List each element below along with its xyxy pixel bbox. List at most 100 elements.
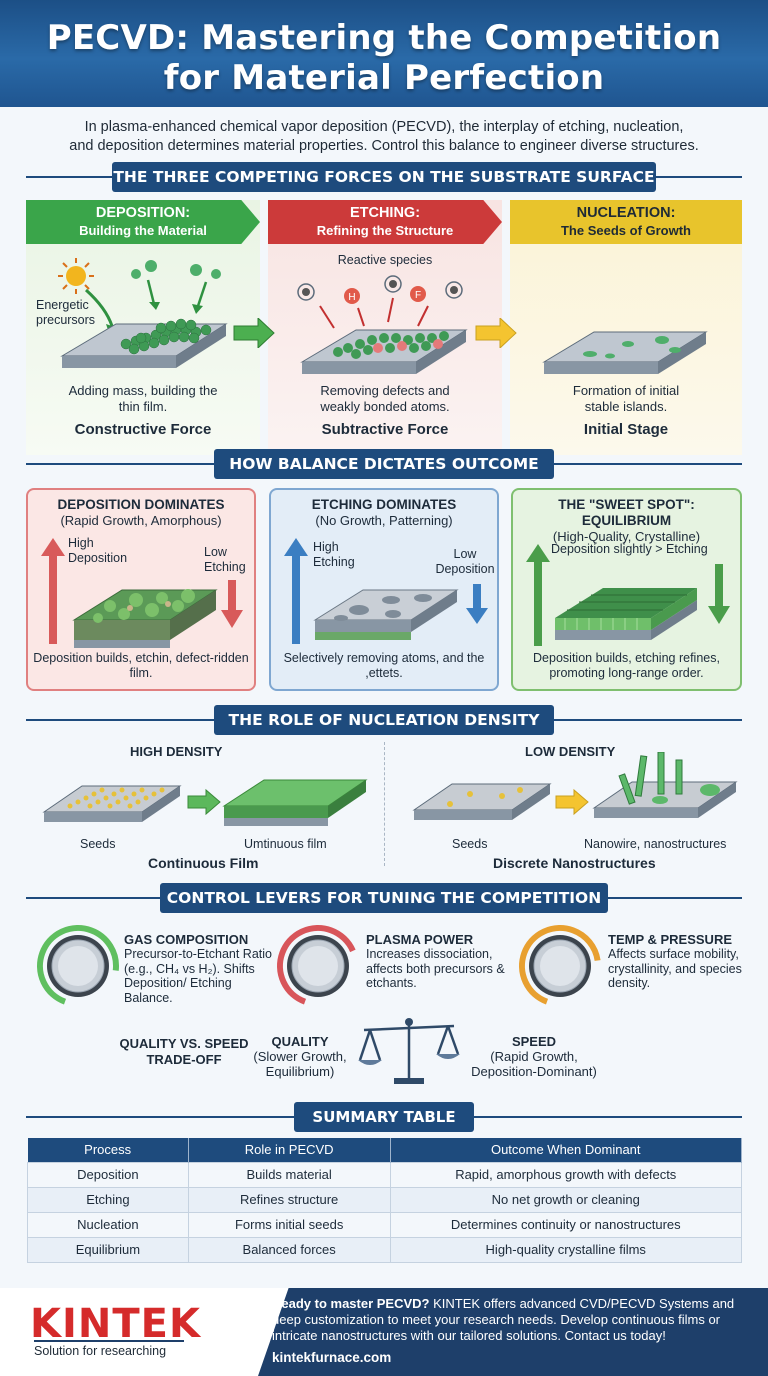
card-eq-caption: Deposition builds, etching refines, prom… bbox=[533, 651, 720, 680]
footer-url-link[interactable]: kintekfurnace.com bbox=[272, 1350, 392, 1365]
ion-label-f: F bbox=[415, 290, 421, 301]
etching-column: ETCHING: Refining the Structure Reactive… bbox=[268, 200, 502, 455]
lever-temp-title: TEMP & PRESSURE bbox=[608, 932, 733, 947]
table-cell: Nucleation bbox=[27, 1211, 189, 1238]
deposition-illustration bbox=[58, 258, 228, 368]
deposition-force: Constructive Force bbox=[74, 421, 212, 438]
arrow-down-icon bbox=[466, 584, 488, 624]
card-eq-subtitle: (High-Quality, Crystalline) bbox=[552, 529, 701, 544]
crystalline-film-illustration bbox=[555, 588, 697, 640]
ion-label-h: H bbox=[348, 292, 355, 303]
lever-gas: GAS COMPOSITION Precursor-to-Etchant Rat… bbox=[124, 932, 274, 1005]
high-density-illustration bbox=[42, 779, 368, 826]
table-cell: High-quality crystalline films bbox=[389, 1236, 742, 1263]
table-cell: Etching bbox=[27, 1186, 189, 1213]
arrow-up-icon bbox=[41, 538, 65, 644]
arrow-down-icon bbox=[221, 580, 243, 628]
deposition-subtitle: Building the Material bbox=[79, 223, 207, 238]
card-etch-up-label: High Etching bbox=[313, 540, 355, 569]
gas-knob-icon[interactable] bbox=[36, 924, 120, 1013]
low-density-illustration bbox=[412, 752, 738, 820]
nucleation-subtitle: The Seeds of Growth bbox=[560, 223, 691, 238]
section-title-levers: CONTROL LEVERS FOR TUNING THE COMPETITIO… bbox=[160, 883, 608, 913]
plasma-knob-icon[interactable] bbox=[276, 924, 360, 1013]
speed-label: SPEED bbox=[511, 1034, 557, 1049]
green-arrow-icon bbox=[233, 318, 275, 348]
card-dep-down-label: Low Etching bbox=[204, 545, 246, 574]
card-equilibrium: THE "SWEET SPOT": EQUILIBRIUM(High-Quali… bbox=[511, 488, 742, 691]
lever-plasma: PLASMA POWER Increases dissociation, aff… bbox=[366, 932, 514, 991]
section-title-balance: HOW BALANCE DICTATES OUTCOME bbox=[214, 449, 554, 479]
yellow-arrow-icon bbox=[475, 318, 517, 348]
table-cell: Equilibrium bbox=[27, 1236, 189, 1263]
table-cell: Balanced forces bbox=[187, 1236, 391, 1263]
high-film-label: Umtinuous film bbox=[244, 837, 327, 851]
section-title-forces: THE THREE COMPETING FORCES ON THE SUBSTR… bbox=[112, 162, 656, 192]
lever-plasma-text: Increases dissociation, affects both pre… bbox=[366, 947, 505, 990]
cta-text: KINTEK offers advanced CVD/PECVD Systems… bbox=[272, 1296, 735, 1343]
temp-knob-icon[interactable] bbox=[518, 924, 602, 1013]
deposition-caption: Adding mass, building the thin film. bbox=[68, 383, 218, 414]
density-divider bbox=[384, 742, 385, 866]
nucleation-title: NUCLEATION: bbox=[576, 205, 676, 221]
low-seeds-label: Seeds bbox=[452, 837, 488, 851]
nucleation-caption: Formation of initial stable islands. bbox=[572, 383, 680, 414]
card-etch-title: ETCHING DOMINATES bbox=[311, 497, 457, 512]
col-role: Role in PECVD bbox=[188, 1138, 391, 1162]
deposition-column: DEPOSITION: Building the Material Energe… bbox=[26, 200, 260, 455]
balance-scale-icon bbox=[358, 1018, 460, 1084]
high-density-title: HIGH DENSITY bbox=[130, 744, 223, 759]
deposition-title: DEPOSITION: bbox=[95, 205, 191, 221]
deposition-header: DEPOSITION: Building the Material bbox=[26, 200, 260, 244]
table-cell: Builds material bbox=[187, 1161, 391, 1188]
lever-plasma-title: PLASMA POWER bbox=[366, 932, 474, 947]
deposition-label: Energetic precursors bbox=[36, 298, 96, 327]
etching-subtitle: Refining the Structure bbox=[316, 223, 454, 238]
tagline: Solution for researching bbox=[34, 1344, 167, 1358]
card-etch-down-label: Low Deposition bbox=[435, 547, 495, 576]
quality-label: QUALITY bbox=[271, 1034, 329, 1049]
footer-cta: Ready to master PECVD? KINTEK offers adv… bbox=[272, 1296, 748, 1344]
intro-line-2: and deposition determines material prope… bbox=[69, 138, 699, 154]
intro-line-1: In plasma-enhanced chemical vapor deposi… bbox=[84, 119, 684, 135]
arrow-down-icon bbox=[708, 564, 730, 624]
card-etch-subtitle: (No Growth, Patterning) bbox=[315, 513, 453, 528]
logo-underline bbox=[34, 1340, 184, 1342]
lever-temp: TEMP & PRESSURE Affects surface mobility… bbox=[608, 932, 748, 991]
etching-force: Subtractive Force bbox=[321, 421, 449, 438]
cta-bold: Ready to master PECVD? bbox=[272, 1296, 430, 1311]
card-deposition-dominates: DEPOSITION DOMINATES(Rapid Growth, Amorp… bbox=[26, 488, 256, 691]
card-etch-header: ETCHING DOMINATES(No Growth, Patterning) bbox=[271, 497, 497, 529]
low-nano-label: Nanowire, nanostructures bbox=[584, 837, 727, 851]
sun-icon bbox=[58, 258, 94, 294]
lever-gas-title: GAS COMPOSITION bbox=[124, 932, 249, 947]
footer-cta-panel bbox=[258, 1288, 768, 1376]
kintek-logo[interactable]: KINTEK bbox=[30, 1301, 201, 1347]
amorphous-film-illustration bbox=[72, 589, 218, 648]
table-cell: Deposition bbox=[27, 1161, 189, 1188]
card-dep-subtitle: (Rapid Growth, Amorphous) bbox=[60, 513, 222, 528]
section-title-nucleation: THE ROLE OF NUCLEATION DENSITY bbox=[214, 705, 554, 735]
col-process: Process bbox=[27, 1138, 189, 1162]
lever-temp-text: Affects surface mobility, crystallinity,… bbox=[608, 947, 742, 990]
tradeoff-title: QUALITY VS. SPEED TRADE-OFF bbox=[119, 1036, 249, 1067]
patterned-film-illustration bbox=[313, 589, 459, 640]
table-header-row: Process Role in PECVD Outcome When Domin… bbox=[27, 1138, 742, 1162]
low-result: Discrete Nanostructures bbox=[493, 855, 656, 871]
nucleation-header: NUCLEATION: The Seeds of Growth bbox=[510, 200, 742, 244]
nucleation-column: NUCLEATION: The Seeds of Growth Formatio… bbox=[510, 200, 742, 455]
card-eq-title: THE "SWEET SPOT": EQUILIBRIUM bbox=[558, 497, 695, 528]
etching-title: ETCHING: bbox=[349, 205, 421, 221]
card-dep-up-label: High Deposition bbox=[68, 536, 128, 565]
arrow-up-icon bbox=[526, 544, 550, 646]
high-seeds-label: Seeds bbox=[80, 837, 116, 851]
col-outcome: Outcome When Dominant bbox=[390, 1138, 742, 1162]
card-etching-dominates: ETCHING DOMINATES(No Growth, Patterning)… bbox=[269, 488, 499, 691]
table-cell: Refines structure bbox=[187, 1186, 391, 1213]
etching-illustration: H F bbox=[297, 275, 468, 374]
